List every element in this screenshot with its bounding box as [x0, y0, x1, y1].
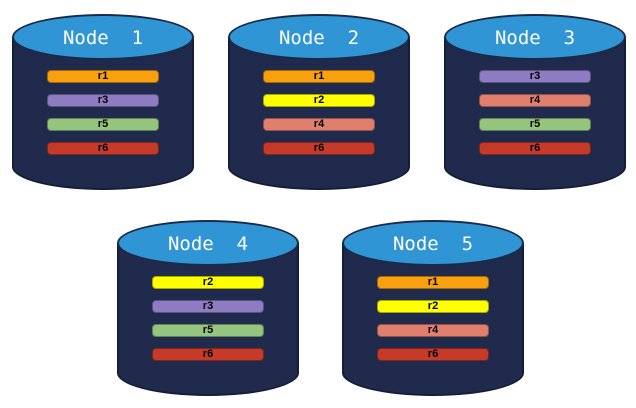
node-title: Node 2: [278, 27, 360, 49]
partition-bar-r3: r3: [479, 70, 591, 83]
partition-bar-r4: r4: [263, 118, 375, 131]
partition-label: r2: [202, 276, 214, 288]
partition-bar-r6: r6: [263, 142, 375, 155]
cylinder-top-ellipse: [342, 220, 524, 266]
cylinder-top-ellipse: [228, 14, 410, 60]
partition-bar-r6: r6: [47, 142, 159, 155]
partition-label: r6: [427, 348, 439, 360]
partition-label: r6: [97, 142, 109, 154]
partition-label: r6: [202, 348, 214, 360]
partition-label: r2: [427, 300, 439, 312]
partition-label: r3: [202, 300, 214, 312]
db-node-5: Node 5 r1 r2 r4 r6: [342, 220, 524, 396]
partition-label: r2: [313, 94, 325, 106]
partition-label: r5: [202, 324, 214, 336]
cylinder-top-ellipse: [117, 220, 299, 266]
partition-bar-r1: r1: [263, 70, 375, 83]
partition-bar-r2: r2: [377, 300, 489, 313]
partition-bar-r2: r2: [263, 94, 375, 107]
node-title: Node 5: [392, 233, 474, 255]
db-node-3: Node 3 r3 r4 r5 r6: [444, 14, 626, 190]
partition-label: r4: [313, 118, 325, 130]
partition-bar-r3: r3: [47, 94, 159, 107]
partition-label: r1: [97, 70, 109, 82]
node-title: Node 4: [167, 233, 249, 255]
db-node-1: Node 1 r1 r3 r5 r6: [12, 14, 194, 190]
partition-bar-r6: r6: [377, 348, 489, 361]
partition-bar-r3: r3: [152, 300, 264, 313]
partition-label: r3: [97, 94, 109, 106]
partition-label: r5: [97, 118, 109, 130]
partition-bar-r6: r6: [152, 348, 264, 361]
partition-list: r1 r3 r5 r6: [47, 70, 159, 166]
partition-label: r6: [313, 142, 325, 154]
partition-label: r6: [529, 142, 541, 154]
partition-bar-r1: r1: [47, 70, 159, 83]
partition-bar-r5: r5: [152, 324, 264, 337]
partition-bar-r6: r6: [479, 142, 591, 155]
db-node-2: Node 2 r1 r2 r4 r6: [228, 14, 410, 190]
partition-bar-r2: r2: [152, 276, 264, 289]
partition-bar-r4: r4: [479, 94, 591, 107]
partition-label: r4: [529, 94, 541, 106]
cylinder-top-ellipse: [12, 14, 194, 60]
partition-list: r3 r4 r5 r6: [479, 70, 591, 166]
partition-bar-r1: r1: [377, 276, 489, 289]
partition-bar-r5: r5: [47, 118, 159, 131]
node-title: Node 1: [62, 27, 144, 49]
partition-label: r5: [529, 118, 541, 130]
partition-bar-r4: r4: [377, 324, 489, 337]
partition-label: r1: [427, 276, 439, 288]
cylinder-top-ellipse: [444, 14, 626, 60]
partition-list: r2 r3 r5 r6: [152, 276, 264, 372]
node-title: Node 3: [494, 27, 576, 49]
partition-label: r3: [529, 70, 541, 82]
partition-label: r1: [313, 70, 325, 82]
partition-label: r4: [427, 324, 439, 336]
partition-bar-r5: r5: [479, 118, 591, 131]
partition-list: r1 r2 r4 r6: [377, 276, 489, 372]
db-node-4: Node 4 r2 r3 r5 r6: [117, 220, 299, 396]
partition-list: r1 r2 r4 r6: [263, 70, 375, 166]
